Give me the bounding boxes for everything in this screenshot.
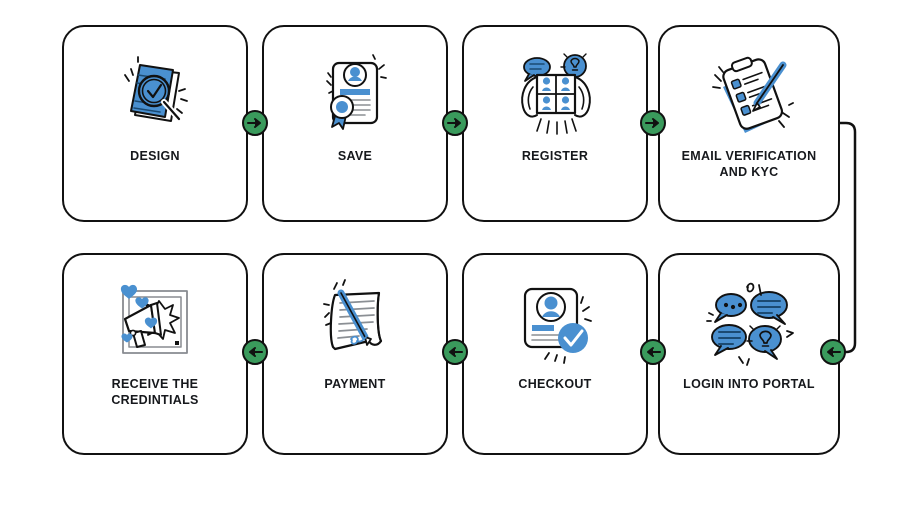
arrow-left-icon xyxy=(827,347,841,357)
connector-node-design-to-save[interactable] xyxy=(242,110,268,136)
speech-bubbles-icon xyxy=(660,273,838,369)
profile-card-check-icon xyxy=(464,273,646,369)
step-card-email-verification-kyc[interactable]: EMAIL VERIFICATION AND KYC xyxy=(658,25,840,222)
arrow-left-icon xyxy=(647,347,661,357)
megaphone-poster-icon xyxy=(64,273,246,369)
step-label: DESIGN xyxy=(130,149,180,163)
step-card-design[interactable]: DESIGN xyxy=(62,25,248,222)
step-label: PAYMENT xyxy=(324,377,386,391)
certificate-seal-icon xyxy=(264,45,446,141)
connector-node-checkout-to-payment[interactable] xyxy=(442,339,468,365)
arrow-right-icon xyxy=(247,118,261,128)
wire-row1-to-row2 xyxy=(840,121,857,354)
step-card-login-into-portal[interactable]: LOGIN INTO PORTAL xyxy=(658,253,840,455)
connector-node-email-to-login[interactable] xyxy=(820,339,846,365)
arrow-left-icon xyxy=(249,347,263,357)
arrow-right-icon xyxy=(447,118,461,128)
step-label: CHECKOUT xyxy=(518,377,592,391)
step-label: LOGIN INTO PORTAL xyxy=(683,377,815,391)
step-card-checkout[interactable]: CHECKOUT xyxy=(462,253,648,455)
arrow-right-icon xyxy=(645,118,659,128)
step-label: SAVE xyxy=(337,149,373,163)
signed-contract-pen-icon xyxy=(264,273,446,369)
document-magnifier-check-icon xyxy=(64,45,246,141)
arrow-left-icon xyxy=(449,347,463,357)
step-label: EMAIL VERIFICATION AND KYC xyxy=(681,149,817,179)
connector-node-payment-to-credentials[interactable] xyxy=(242,339,268,365)
step-card-register[interactable]: REGISTER xyxy=(462,25,648,222)
clipboard-checklist-pen-icon xyxy=(660,45,838,141)
connector-node-login-to-checkout[interactable] xyxy=(640,339,666,365)
step-card-receive-credentials[interactable]: RECEIVE THE CREDINTIALS xyxy=(62,253,248,455)
step-card-payment[interactable]: PAYMENT xyxy=(262,253,448,455)
connector-node-save-to-register[interactable] xyxy=(442,110,468,136)
step-label: RECEIVE THE CREDINTIALS xyxy=(111,377,199,407)
step-label: REGISTER xyxy=(521,149,589,163)
connector-node-register-to-email[interactable] xyxy=(640,110,666,136)
step-card-save[interactable]: SAVE xyxy=(262,25,448,222)
user-grid-hands-idea-icon xyxy=(464,45,646,141)
